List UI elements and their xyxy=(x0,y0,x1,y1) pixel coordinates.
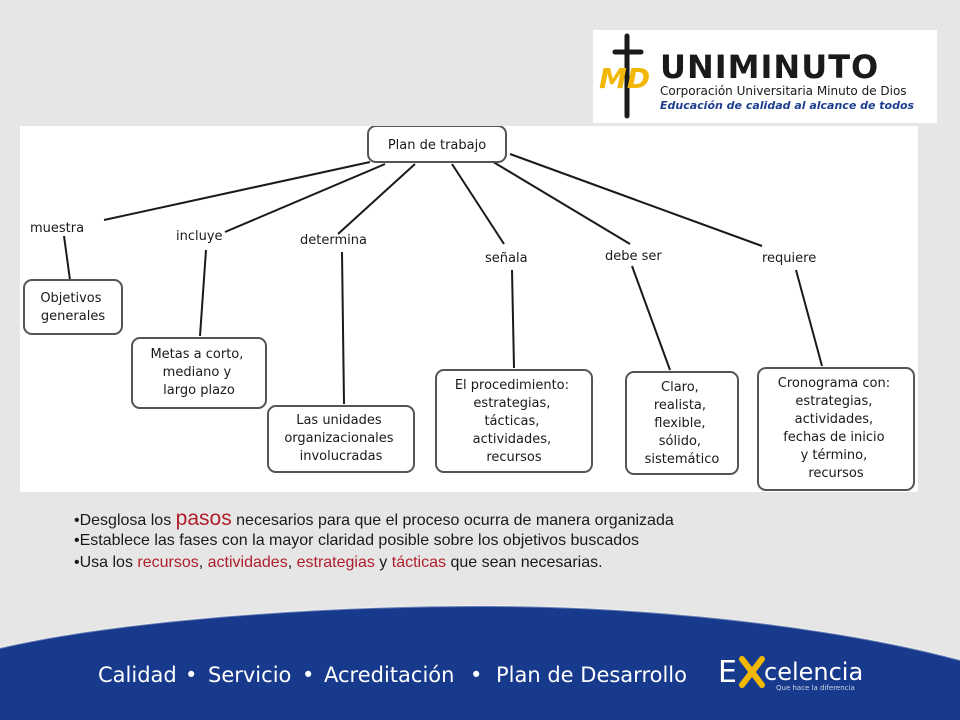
link-label-incluye: incluye xyxy=(176,229,223,244)
root-node: Plan de trabajo xyxy=(367,125,507,163)
svg-text:El procedimiento: estr: El procedimiento: estrategias, tácticas,… xyxy=(455,378,573,465)
edge-senala-procedimiento xyxy=(511,269,515,369)
cronograma-line: fechas de inicio xyxy=(783,430,884,445)
logo-emblem: MD xyxy=(599,33,650,119)
objetivos-line: Objetivos xyxy=(40,291,101,306)
footer-item-servicio: Servicio xyxy=(208,663,292,687)
edge-root-incluye xyxy=(224,163,386,233)
footer-wave xyxy=(0,606,960,720)
root-node-label: Plan de trabajo xyxy=(388,138,486,153)
target-node-objetivos: Objetivos generales xyxy=(23,279,123,335)
excelencia-logo-word: celencia xyxy=(764,658,864,686)
bullet-text: •Usa los xyxy=(74,554,138,571)
target-node-procedimiento: El procedimiento: estrategias, tácticas,… xyxy=(435,369,593,473)
footer-item-plan: Plan de Desarrollo xyxy=(496,663,687,687)
edge-requiere-cronograma xyxy=(795,269,823,367)
concept-map-panel: Plan de trabajo muestra incluye determin… xyxy=(20,125,918,492)
edge-root-debeser xyxy=(489,159,631,245)
bullet-text: , xyxy=(198,554,208,571)
claro-line: sólido, xyxy=(659,434,701,449)
excelencia-tagline: Que hace la diferencia xyxy=(776,684,855,692)
svg-text:Claro, realista,: Claro, realista, flexible, sólido, siste… xyxy=(645,380,720,467)
claro-line: flexible, xyxy=(654,416,705,431)
bullet-text: que sean necesarias. xyxy=(446,554,603,571)
edge-muestra-objetivos xyxy=(63,235,71,281)
procedimiento-line: El procedimiento: xyxy=(455,378,569,393)
target-node-unidades: Las unidades organizacionales involucrad… xyxy=(267,405,415,473)
footer-dot: • xyxy=(185,663,198,687)
footer-item-calidad: Calidad xyxy=(98,663,177,687)
bullet-text: •Establece las fases con la mayor clarid… xyxy=(74,532,640,549)
cronograma-line: y término, xyxy=(801,448,868,463)
claro-line: realista, xyxy=(654,398,706,413)
procedimiento-line: recursos xyxy=(486,450,542,465)
logo-title: UNIMINUTO xyxy=(660,48,880,86)
metas-line: mediano y xyxy=(163,365,232,380)
edge-determina-unidades xyxy=(341,251,345,405)
procedimiento-line: tácticas, xyxy=(484,414,539,429)
bullet-highlight: recursos xyxy=(137,554,199,571)
connector-lines xyxy=(63,153,823,405)
cronograma-line: Cronograma con: xyxy=(778,376,890,391)
procedimiento-line: estrategias, xyxy=(473,396,550,411)
bullet-highlight: actividades xyxy=(207,554,288,571)
edge-root-senala xyxy=(451,163,505,245)
target-node-claro: Claro, realista, flexible, sólido, siste… xyxy=(625,371,739,475)
claro-line: sistemático xyxy=(645,452,720,467)
svg-text:Las unidades organizac: Las unidades organizacionales involucrad… xyxy=(284,413,397,464)
link-label-determina: determina xyxy=(300,233,367,248)
bullet-text: , xyxy=(287,554,297,571)
cronograma-line: actividades, xyxy=(795,412,874,427)
link-label-muestra: muestra xyxy=(30,221,84,236)
edge-root-determina xyxy=(337,163,416,235)
procedimiento-line: actividades, xyxy=(473,432,552,447)
link-label-debe-ser: debe ser xyxy=(605,249,662,264)
unidades-line: Las unidades xyxy=(296,413,382,428)
uniminuto-logo: MD xyxy=(593,30,937,123)
claro-line: Claro, xyxy=(661,380,699,395)
target-node-metas: Metas a corto, mediano y largo plazo xyxy=(131,337,267,409)
footer-wave-highlight xyxy=(0,604,960,661)
metas-line: Metas a corto, xyxy=(150,347,243,362)
link-labels: muestra incluye determina señala debe se… xyxy=(30,221,816,266)
edge-debeser-claro xyxy=(631,265,671,371)
bullet-highlight: estrategias xyxy=(296,554,375,571)
edge-root-requiere xyxy=(509,153,763,247)
svg-text:Objetivos generales: Objetivos generales xyxy=(40,291,105,324)
concept-map: Plan de trabajo muestra incluye determin… xyxy=(23,125,915,491)
bullet-item: •Establece las fases con la mayor clarid… xyxy=(74,530,934,552)
footer-dot: • xyxy=(470,663,483,687)
bullet-text: necesarios para que el proceso ocurra de… xyxy=(231,512,674,529)
unidades-line: organizacionales xyxy=(284,431,393,446)
objetivos-line: generales xyxy=(41,309,105,324)
bullet-item: •Desglosa los pasos necesarios para que … xyxy=(74,508,934,530)
cronograma-line: estrategias, xyxy=(795,394,872,409)
logo-cross xyxy=(612,33,644,119)
bullet-list: •Desglosa los pasos necesarios para que … xyxy=(74,508,934,574)
excelencia-logo-e: E xyxy=(718,655,737,690)
unidades-line: involucradas xyxy=(300,449,383,464)
svg-text:Metas a corto, mediano: Metas a corto, mediano y largo plazo xyxy=(150,347,247,398)
svg-text:Cronograma con: estrat: Cronograma con: estrategias, actividades… xyxy=(778,376,894,481)
logo-subtitle: Corporación Universitaria Minuto de Dios xyxy=(660,84,907,98)
link-label-requiere: requiere xyxy=(762,251,816,266)
link-label-senala: señala xyxy=(485,251,528,266)
edge-incluye-metas xyxy=(199,249,207,337)
logo-initials: MD xyxy=(599,62,650,95)
bullet-item: •Usa los recursos, actividades, estrateg… xyxy=(74,552,934,574)
metas-line: largo plazo xyxy=(163,383,235,398)
edge-root-muestra xyxy=(103,161,371,221)
cronograma-line: recursos xyxy=(808,466,864,481)
bullet-highlight: tácticas xyxy=(391,554,446,571)
footer-item-acreditacion: Acreditación xyxy=(324,663,455,687)
bullet-text: •Desglosa los xyxy=(74,512,176,529)
excelencia-x-icon xyxy=(739,656,765,688)
target-node-cronograma: Cronograma con: estrategias, actividades… xyxy=(757,367,915,491)
bullet-emphasis: pasos xyxy=(175,507,232,530)
bullet-text: y xyxy=(374,554,392,571)
logo-slogan: Educación de calidad al alcance de todos xyxy=(660,99,915,112)
footer-dot: • xyxy=(302,663,315,687)
